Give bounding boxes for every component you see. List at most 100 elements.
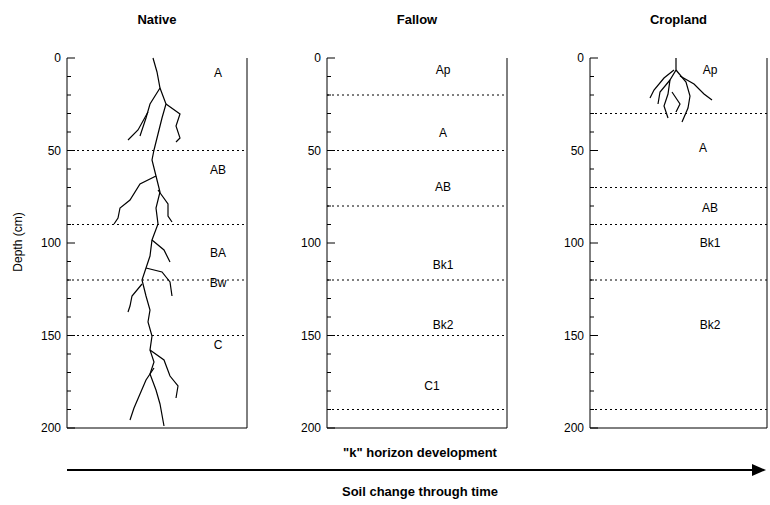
horizon-boundary <box>327 206 507 207</box>
depth-value: 50 <box>308 144 321 158</box>
depth-value: 0 <box>314 51 321 65</box>
depth-tick <box>327 132 331 133</box>
horizon-boundary <box>327 280 507 281</box>
depth-tick <box>327 169 331 170</box>
depth-tick <box>590 95 594 96</box>
depth-tick <box>590 354 594 355</box>
depth-tick <box>67 317 71 318</box>
depth-tick <box>67 187 71 188</box>
process-label: "k" horizon development <box>343 446 497 460</box>
horizon-name: C <box>214 338 223 352</box>
horizon-name: Bk2 <box>700 318 721 332</box>
horizon-boundary <box>590 113 767 114</box>
depth-tick <box>67 428 75 429</box>
depth-tick <box>67 298 71 299</box>
horizon-boundary <box>327 335 507 336</box>
depth-value: 100 <box>301 236 321 250</box>
depth-value: 50 <box>571 144 584 158</box>
depth-tick <box>327 76 331 77</box>
horizon-name: AB <box>435 180 451 194</box>
depth-tick <box>67 113 71 114</box>
horizon-boundary <box>327 409 507 410</box>
depth-tick <box>67 206 71 207</box>
depth-tick <box>590 317 594 318</box>
depth-tick <box>67 354 71 355</box>
depth-tick <box>327 317 331 318</box>
horizon-name: Ap <box>703 63 718 77</box>
depth-tick <box>67 169 71 170</box>
profile-title: Native <box>67 12 247 27</box>
horizon-name: C1 <box>424 379 439 393</box>
depth-tick <box>590 298 594 299</box>
horizon-name: AB <box>210 163 226 177</box>
depth-tick <box>327 187 331 188</box>
depth-tick <box>67 243 75 244</box>
time-arrow <box>67 464 766 476</box>
horizon-name: A <box>439 126 447 140</box>
depth-value: 200 <box>564 421 584 435</box>
depth-tick <box>67 95 71 96</box>
horizon-boundary <box>590 224 767 225</box>
depth-tick <box>67 132 71 133</box>
depth-value: 50 <box>48 144 61 158</box>
depth-tick <box>327 372 331 373</box>
depth-value: 150 <box>564 329 584 343</box>
depth-value: 100 <box>41 236 61 250</box>
horizon-boundary <box>327 95 507 96</box>
horizon-boundary <box>67 150 247 151</box>
profile-title: Cropland <box>590 12 767 27</box>
depth-tick <box>590 428 598 429</box>
depth-tick <box>590 391 594 392</box>
depth-tick <box>590 335 598 336</box>
soil-profile: Cropland <box>590 58 767 428</box>
horizon-boundary <box>67 224 247 225</box>
horizon-name: Bk2 <box>433 318 454 332</box>
horizon-name: A <box>699 141 707 155</box>
depth-tick <box>590 132 594 133</box>
depth-tick <box>327 261 331 262</box>
profile-frame <box>590 58 767 428</box>
depth-tick <box>590 372 594 373</box>
depth-tick <box>590 150 598 151</box>
axis-title: Depth (cm) <box>11 212 25 271</box>
depth-tick <box>327 354 331 355</box>
horizon-name: Bk1 <box>700 236 721 250</box>
profile-title: Fallow <box>327 12 507 27</box>
horizon-boundary <box>590 187 767 188</box>
depth-tick <box>67 261 71 262</box>
depth-tick <box>590 206 594 207</box>
profile-frame <box>67 58 247 428</box>
horizon-name: Ap <box>436 63 451 77</box>
horizon-boundary <box>67 335 247 336</box>
profile-frame <box>327 58 507 428</box>
depth-tick <box>327 391 331 392</box>
depth-tick <box>67 58 75 59</box>
horizon-name: Bk1 <box>433 258 454 272</box>
depth-tick <box>327 428 335 429</box>
depth-value: 0 <box>577 51 584 65</box>
depth-tick <box>67 372 71 373</box>
horizon-boundary <box>327 150 507 151</box>
depth-value: 200 <box>301 421 321 435</box>
soil-profile: Native <box>67 58 247 428</box>
horizon-name: Bw <box>210 276 227 290</box>
depth-tick <box>327 243 335 244</box>
horizon-name: A <box>214 66 222 80</box>
depth-tick <box>67 391 71 392</box>
depth-tick <box>590 261 594 262</box>
depth-value: 200 <box>41 421 61 435</box>
horizon-name: AB <box>702 201 718 215</box>
depth-tick <box>590 76 594 77</box>
depth-tick <box>67 409 71 410</box>
depth-value: 150 <box>41 329 61 343</box>
horizon-boundary <box>590 280 767 281</box>
depth-value: 150 <box>301 329 321 343</box>
depth-tick <box>327 224 331 225</box>
horizon-name: BA <box>210 246 226 260</box>
roots <box>114 58 712 426</box>
depth-tick <box>590 58 598 59</box>
depth-tick <box>590 169 594 170</box>
depth-tick <box>327 298 331 299</box>
